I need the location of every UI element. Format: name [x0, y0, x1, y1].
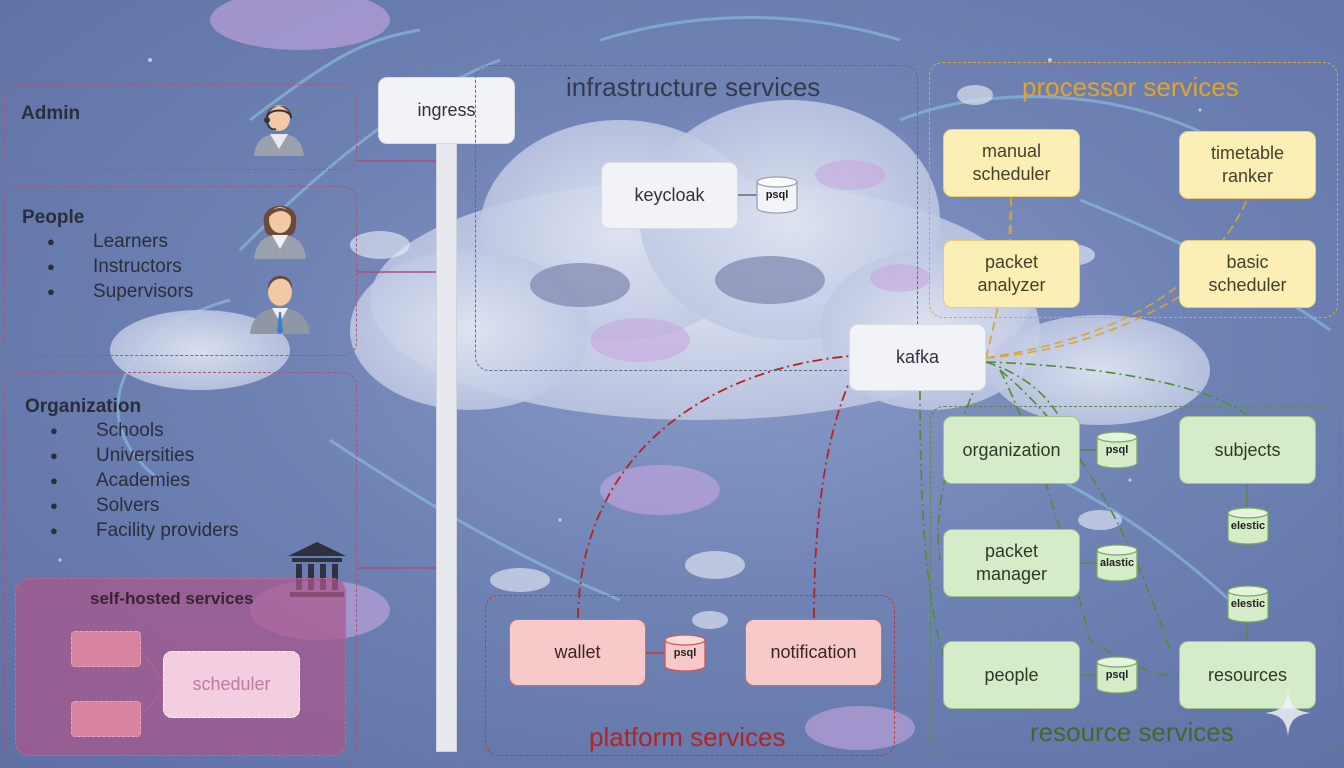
woman-headset-icon: [254, 105, 304, 156]
organization-service-box: organization: [943, 416, 1080, 484]
businessman-icon: [250, 275, 310, 334]
admin-group: Admin: [4, 84, 357, 170]
database-icon: [1227, 585, 1269, 623]
people-list: Learners Instructors Supervisors: [47, 229, 193, 304]
people-psql-database: psql: [1096, 656, 1138, 694]
resource-services-group: [930, 406, 1340, 756]
resources-elastic-database: elestic: [1227, 585, 1269, 623]
people-title: People: [22, 207, 85, 228]
database-icon: [1227, 507, 1269, 545]
subjects-service-box: subjects: [1179, 416, 1316, 484]
database-icon: [1096, 656, 1138, 694]
infrastructure-services-group: [475, 65, 918, 371]
wallet-box: wallet: [509, 619, 646, 686]
packet-manager-box: packet manager: [943, 529, 1080, 597]
packet-analyzer-box: packet analyzer: [943, 240, 1080, 308]
self-hosted-service-1: [71, 631, 141, 667]
list-item: Academies: [50, 468, 239, 493]
database-label: psql: [673, 647, 697, 659]
ingress-box: ingress: [378, 77, 515, 144]
timetable-ranker-box: timetable ranker: [1179, 131, 1316, 199]
wallet-psql-database: psql: [664, 634, 706, 672]
people-service-box: people: [943, 641, 1080, 709]
businesswoman-icon: [254, 205, 306, 259]
database-label: psql: [1105, 444, 1129, 456]
database-label: psql: [765, 189, 789, 201]
list-item: Facility providers: [50, 518, 239, 543]
resources-service-box: resources: [1179, 641, 1316, 709]
list-item: Schools: [50, 418, 239, 443]
notification-box: notification: [745, 619, 882, 686]
database-label: elestic: [1230, 598, 1266, 610]
people-group: People Learners Instructors Supervisors: [4, 186, 357, 356]
packet-manager-elastic-database: alastic: [1096, 544, 1138, 582]
database-icon: [1096, 431, 1138, 469]
organization-title: Organization: [25, 396, 142, 417]
admin-title: Admin: [21, 103, 81, 124]
self-hosted-service-2: [71, 701, 141, 737]
self-hosted-title: self-hosted services: [90, 589, 254, 608]
keycloak-box: keycloak: [601, 162, 738, 229]
database-label: elestic: [1230, 520, 1266, 532]
basic-scheduler-box: basic scheduler: [1179, 240, 1316, 308]
ingress-bar: [436, 140, 457, 752]
manual-scheduler-box: manual scheduler: [943, 129, 1080, 197]
self-hosted-services-group: self-hosted services scheduler: [15, 578, 346, 756]
list-item: Universities: [50, 443, 239, 468]
database-icon: [756, 176, 798, 214]
list-item: Instructors: [47, 254, 193, 279]
database-icon: [664, 634, 706, 672]
organization-list: Schools Universities Academies Solvers F…: [50, 418, 239, 543]
processor-services-group: [929, 62, 1338, 318]
subjects-elastic-database: elestic: [1227, 507, 1269, 545]
organization-group: Organization Schools Universities Academ…: [4, 372, 357, 764]
database-icon: [1096, 544, 1138, 582]
list-item: Solvers: [50, 493, 239, 518]
sparkle-icon: [1265, 690, 1311, 736]
database-label: psql: [1105, 669, 1129, 681]
scheduler-box: scheduler: [163, 651, 300, 718]
database-label: alastic: [1099, 557, 1135, 569]
processor-title: processor services: [1022, 72, 1239, 102]
resource-title: resource services: [1030, 717, 1234, 747]
infrastructure-title: infrastructure services: [566, 72, 821, 102]
list-item: Learners: [47, 229, 193, 254]
kafka-box: kafka: [849, 324, 986, 391]
organization-psql-database: psql: [1096, 431, 1138, 469]
list-item: Supervisors: [47, 279, 193, 304]
platform-services-group: [485, 595, 895, 756]
keycloak-psql-database: psql: [756, 176, 798, 214]
platform-title: platform services: [589, 722, 786, 752]
